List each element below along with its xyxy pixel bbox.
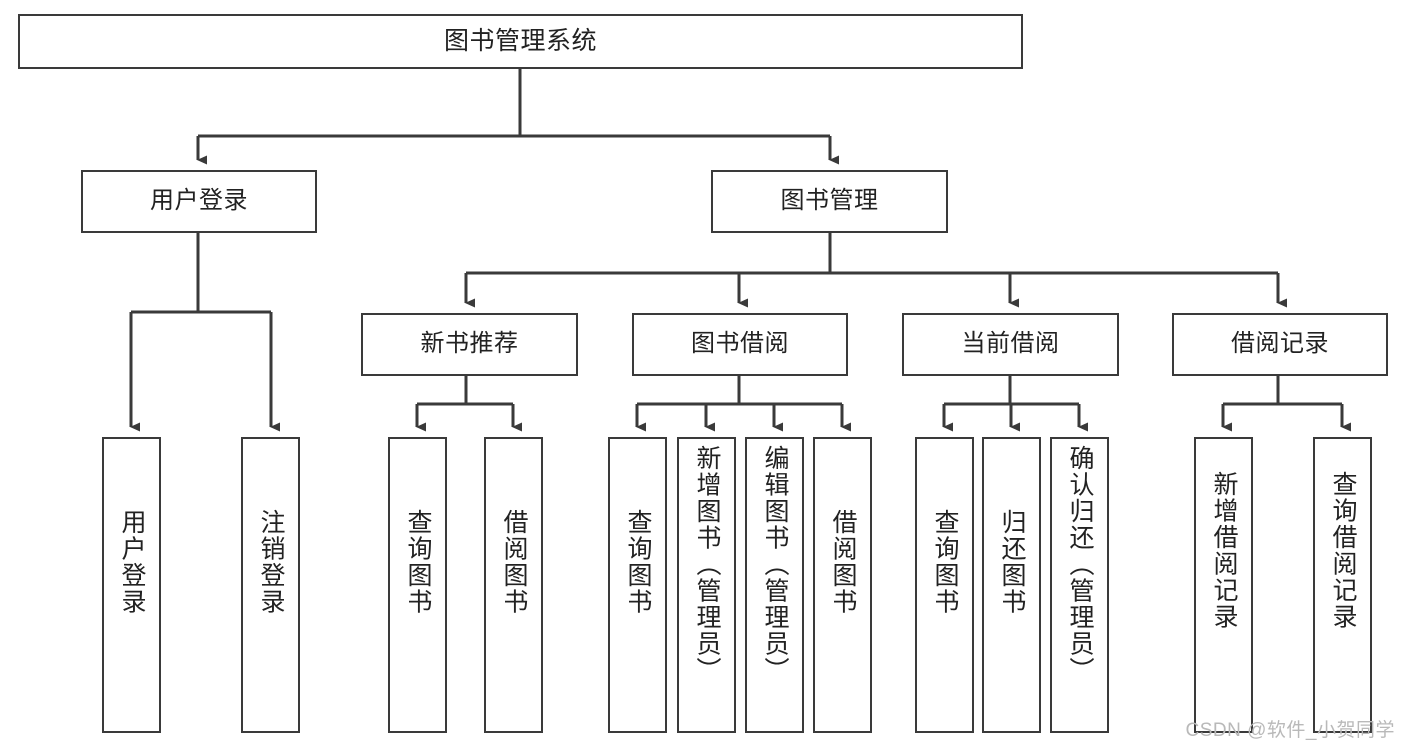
node-leaf-borrow-book[interactable]: 借阅图书 (813, 437, 872, 733)
node-leaf-return-book[interactable]: 归还图书 (982, 437, 1041, 733)
node-label: 查询图书 (404, 509, 432, 615)
node-label: 新增借阅记录 (1210, 471, 1238, 630)
node-book-management[interactable]: 图书管理 (711, 170, 948, 233)
node-label: 查询借阅记录 (1329, 471, 1357, 630)
node-new-book-recommend[interactable]: 新书推荐 (361, 313, 578, 376)
node-label: 查询图书 (931, 509, 959, 615)
node-leaf-query-borrow-record[interactable]: 查询借阅记录 (1313, 437, 1372, 733)
node-label: 归还图书 (998, 509, 1026, 615)
node-label: 当前借阅 (961, 330, 1060, 358)
node-label: 图书借阅 (691, 330, 789, 358)
node-label: 图书管理系统 (443, 26, 597, 55)
node-current-borrow[interactable]: 当前借阅 (902, 313, 1119, 376)
node-root-book-management-system[interactable]: 图书管理系统 (18, 14, 1023, 69)
node-label: 新书推荐 (420, 330, 519, 358)
node-leaf-edit-book-admin[interactable]: 编辑图书（管理员） (745, 437, 804, 733)
node-label: 编辑图书（管理员） (761, 445, 789, 684)
node-label: 注销登录 (257, 509, 285, 615)
node-label: 新增图书（管理员） (693, 445, 721, 684)
node-leaf-query-book-new-recommend[interactable]: 查询图书 (388, 437, 447, 733)
node-leaf-borrow-book-new-recommend[interactable]: 借阅图书 (484, 437, 543, 733)
node-label: 借阅图书 (500, 509, 528, 615)
node-leaf-query-book-borrow[interactable]: 查询图书 (608, 437, 667, 733)
node-book-borrow[interactable]: 图书借阅 (632, 313, 848, 376)
node-leaf-query-book-current[interactable]: 查询图书 (915, 437, 974, 733)
node-leaf-logout-login[interactable]: 注销登录 (241, 437, 300, 733)
node-label: 借阅图书 (829, 509, 857, 615)
csdn-watermark: CSDN @软件_小贺同学 (1185, 720, 1395, 741)
node-borrow-record[interactable]: 借阅记录 (1172, 313, 1388, 376)
node-label: 用户登录 (118, 509, 146, 615)
node-leaf-user-login[interactable]: 用户登录 (102, 437, 161, 733)
node-label: 查询图书 (624, 509, 652, 615)
node-label: 确认归还（管理员） (1066, 445, 1094, 684)
node-leaf-add-borrow-record[interactable]: 新增借阅记录 (1194, 437, 1253, 733)
node-label: 用户登录 (150, 187, 248, 215)
node-label: 图书管理 (780, 187, 879, 215)
node-label: 借阅记录 (1231, 330, 1329, 358)
node-leaf-confirm-return-admin[interactable]: 确认归还（管理员） (1050, 437, 1109, 733)
node-leaf-add-book-admin[interactable]: 新增图书（管理员） (677, 437, 736, 733)
node-user-login[interactable]: 用户登录 (81, 170, 317, 233)
